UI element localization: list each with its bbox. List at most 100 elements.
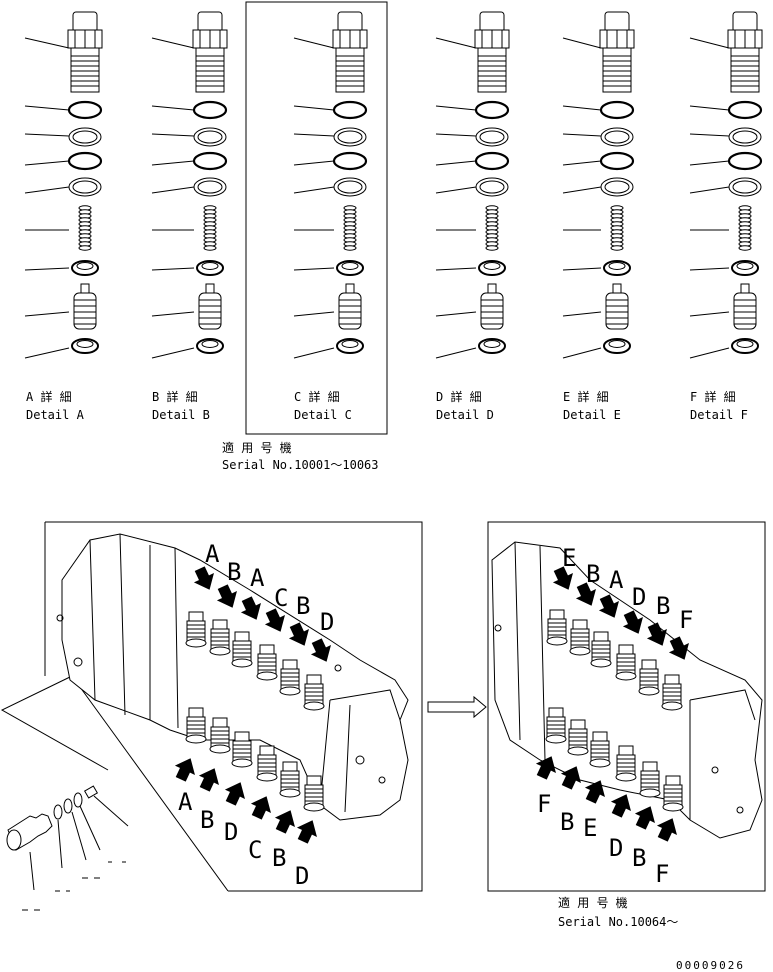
right-label-top-1: E [562,544,576,572]
serial-top-en: Serial No.10001～10063 [222,458,379,472]
left-upper-spool-1 [185,611,207,648]
detail-d-seal-1 [478,260,506,276]
left-label-top-4: C [274,584,288,612]
detail-e-backup-ring-2 [600,177,634,197]
right-label-top-4: D [632,583,646,611]
left-lower-spool-5 [279,761,301,798]
detail-f-caption-jp: F 詳 細 [690,389,736,404]
left-lower-spool-6 [303,775,325,812]
detail-f-leader-lines [689,37,730,359]
left-lower-arrow-6 [296,820,317,844]
detail-c-highlight-frame [245,1,388,435]
left-upper-arrow-2 [216,584,237,608]
left-spools [185,611,325,812]
left-upper-spool-5 [279,659,301,696]
detail-d-leader-lines [435,37,477,359]
detail-a-o-ring-1 [67,100,103,120]
right-bottom-labels: F B E D B F [537,790,669,888]
detail-c-plug [332,11,368,93]
left-lower-arrow-1 [174,758,195,782]
callout-wedge [0,675,109,771]
left-bottom-labels: A B D C B D [178,788,309,890]
detail-a-seal-1 [71,260,99,276]
detail-c-spring [343,205,357,251]
detail-a-backup-ring-2 [68,177,102,197]
detail-a-backup-ring-1 [68,127,102,147]
detail-d-poppet [480,283,504,330]
detail-d-seal-2 [478,338,506,354]
exploded-small-plug [83,785,99,799]
detail-f-backup-ring-2 [728,177,762,197]
right-label-top-6: F [679,606,693,634]
detail-c-caption-jp: C 詳 細 [294,389,340,404]
detail-d-o-ring-2 [474,151,510,171]
detail-captions: A 詳 細 Detail A B 詳 細 Detail B C 詳 細 Deta… [26,389,748,422]
detail-e-seal-1 [603,260,631,276]
left-label-bottom-5: B [272,844,286,872]
exploded-backup-ring [63,798,73,814]
right-label-bottom-1: F [537,790,551,818]
serial-bottom-en: Serial No.10064～ [558,915,678,929]
left-label-bottom-3: D [224,818,238,846]
detail-a-parts [24,11,103,359]
detail-a-seal-2 [71,338,99,354]
right-lower-spool-6 [662,775,684,812]
right-label-bottom-2: B [560,808,574,836]
serial-top-jp: 適 用 号 機 [222,440,292,455]
left-upper-spool-4 [256,644,278,681]
detail-a-caption-en: Detail A [26,408,85,422]
detail-c-leader-lines [293,37,335,359]
detail-d-parts [435,11,510,359]
detail-d-backup-ring-1 [475,127,509,147]
right-lower-arrow-6 [656,818,677,842]
left-lower-spool-2 [209,717,231,754]
detail-b-plug [192,11,228,93]
left-label-top-6: D [320,608,334,636]
left-label-bottom-6: D [295,862,309,890]
detail-a-spring [78,205,92,251]
detail-e-parts [562,11,635,359]
detail-e-caption-en: Detail E [563,408,621,422]
right-upper-spool-1 [546,609,568,646]
right-upper-arrow-5 [646,622,667,646]
right-upper-arrow-3 [598,594,619,618]
left-lower-spool-1 [185,707,207,744]
right-valve-view: E B A D B F F B E D B F [487,521,766,892]
detail-b-o-ring-2 [192,151,228,171]
detail-f-poppet [733,283,757,330]
detail-f-seal-2 [731,338,759,354]
exploded-o-ring-1 [53,804,63,820]
detail-a-o-ring-2 [67,151,103,171]
detail-e-seal-2 [603,338,631,354]
left-label-top-2: B [227,558,241,586]
right-lower-arrow-2 [560,766,581,790]
detail-e-plug [599,11,635,93]
left-top-labels: A B A C B D [205,540,334,636]
right-upper-spool-5 [638,659,660,696]
serial-bottom-jp: 適 用 号 機 [558,895,628,910]
detail-b-spring [203,205,217,251]
detail-a-plug [67,11,103,93]
right-label-bottom-4: D [609,834,623,862]
detail-c-backup-ring-1 [333,127,367,147]
detail-b-seal-1 [196,260,224,276]
left-label-bottom-1: A [178,788,193,816]
detail-b-leader-lines [151,37,195,359]
detail-e-leader-lines [562,37,602,359]
right-label-bottom-6: F [655,860,669,888]
detail-c-o-ring-2 [332,151,368,171]
detail-b-caption-en: Detail B [152,408,210,422]
left-upper-arrow-4 [264,608,285,632]
right-arrows [535,566,689,842]
detail-c-poppet [338,283,362,330]
detail-b-backup-ring-2 [193,177,227,197]
right-upper-arrow-6 [668,636,689,660]
detail-f-caption-en: Detail F [690,408,748,422]
detail-f-seal-1 [731,260,759,276]
detail-f-o-ring-1 [727,100,763,120]
right-lower-arrow-4 [610,794,631,818]
left-lower-arrow-5 [274,810,295,834]
detail-b-poppet [198,283,222,330]
transition-arrow [427,695,487,719]
detail-c-backup-ring-2 [333,177,367,197]
